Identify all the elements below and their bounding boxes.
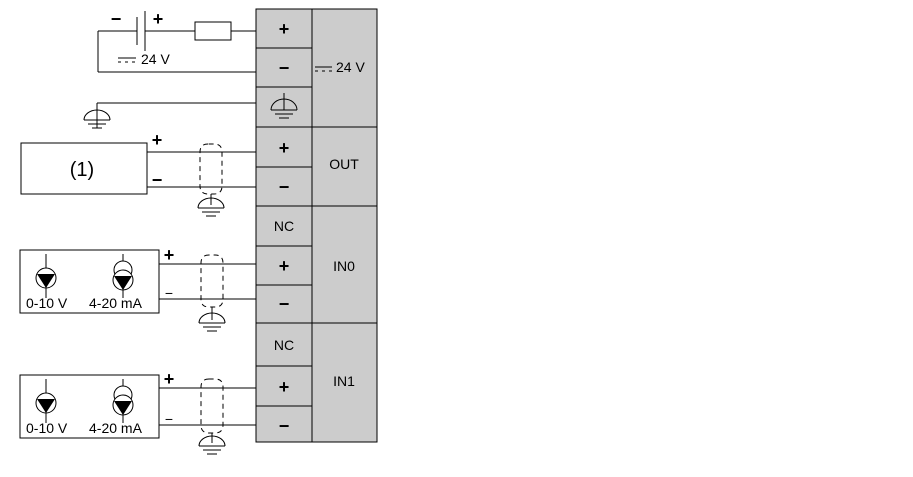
group-24v-label: 24 V [315, 59, 365, 75]
current-source-icon [112, 379, 134, 423]
group-in0 [311, 205, 378, 324]
group-24v [311, 8, 378, 128]
terminal-in1-minus-label: − [279, 416, 290, 436]
terminal-block: + − + − NC + − NC + − 24 V OUT IN0 IN1 [255, 8, 378, 443]
earth-connection [83, 102, 256, 129]
terminal-in1-nc-label: NC [274, 337, 294, 353]
terminal-out-minus-label: − [279, 177, 290, 197]
out-wire-minus-mark: − [152, 170, 163, 190]
group-in1 [311, 322, 378, 443]
terminal-in0-minus [255, 284, 313, 324]
in1-wire-plus-mark: + [164, 369, 175, 389]
out-wire-plus-mark: + [152, 130, 163, 150]
group-out-label: OUT [329, 156, 359, 172]
actuator-label: (1) [70, 159, 94, 181]
terminal-in0-plus-label: + [279, 256, 290, 276]
out-shield-icon [197, 143, 225, 217]
terminal-in0-nc-label: NC [274, 218, 294, 234]
in0-shield-icon [198, 254, 226, 332]
in1-wire-minus-mark: − [165, 411, 173, 427]
terminal-out-plus-label: + [279, 138, 290, 158]
terminal-in0-minus-label: − [279, 294, 290, 314]
sensor-in1-current-label: 4-20 mA [89, 420, 143, 436]
sensor-in0-voltage-label: 0-10 V [26, 295, 68, 311]
supply-plus-mark: + [153, 9, 164, 29]
voltage-source-icon [35, 379, 57, 423]
actuator-box [20, 142, 148, 195]
supply-voltage-label: 24 V [141, 51, 170, 67]
in0-wire-minus-mark: − [165, 285, 173, 301]
terminal-24v-minus [255, 47, 313, 88]
terminal-24v-plus [255, 8, 313, 49]
dc-icon [118, 57, 136, 63]
terminal-24v-minus-label: − [279, 58, 290, 78]
sensor-in0-current-label: 4-20 mA [89, 295, 143, 311]
in0-wire-plus-mark: + [164, 245, 175, 265]
group-in1-label: IN1 [333, 373, 355, 389]
sensor-in1-voltage-label: 0-10 V [26, 420, 68, 436]
input-sensor-in0: 0-10 V 4-20 mA + − [19, 245, 256, 332]
fuse [194, 21, 232, 41]
current-source-icon [112, 254, 134, 298]
terminal-in1-plus-label: + [279, 377, 290, 397]
terminal-ground-icon [270, 93, 298, 119]
terminal-in0-nc [255, 205, 313, 247]
power-supply: − + 24 V [97, 9, 256, 73]
in1-shield-icon [198, 378, 226, 455]
ground-icon [83, 109, 111, 129]
voltage-source-icon [35, 254, 57, 298]
output-actuator: (1) + − [20, 130, 256, 217]
input-sensor-in1: 0-10 V 4-20 mA + − [19, 369, 256, 455]
terminal-in1-plus [255, 365, 313, 407]
group-in0-label: IN0 [333, 258, 355, 274]
group-24v-text: 24 V [336, 59, 365, 75]
supply-minus-mark: − [111, 9, 122, 29]
terminal-24v-plus-label: + [279, 19, 290, 39]
